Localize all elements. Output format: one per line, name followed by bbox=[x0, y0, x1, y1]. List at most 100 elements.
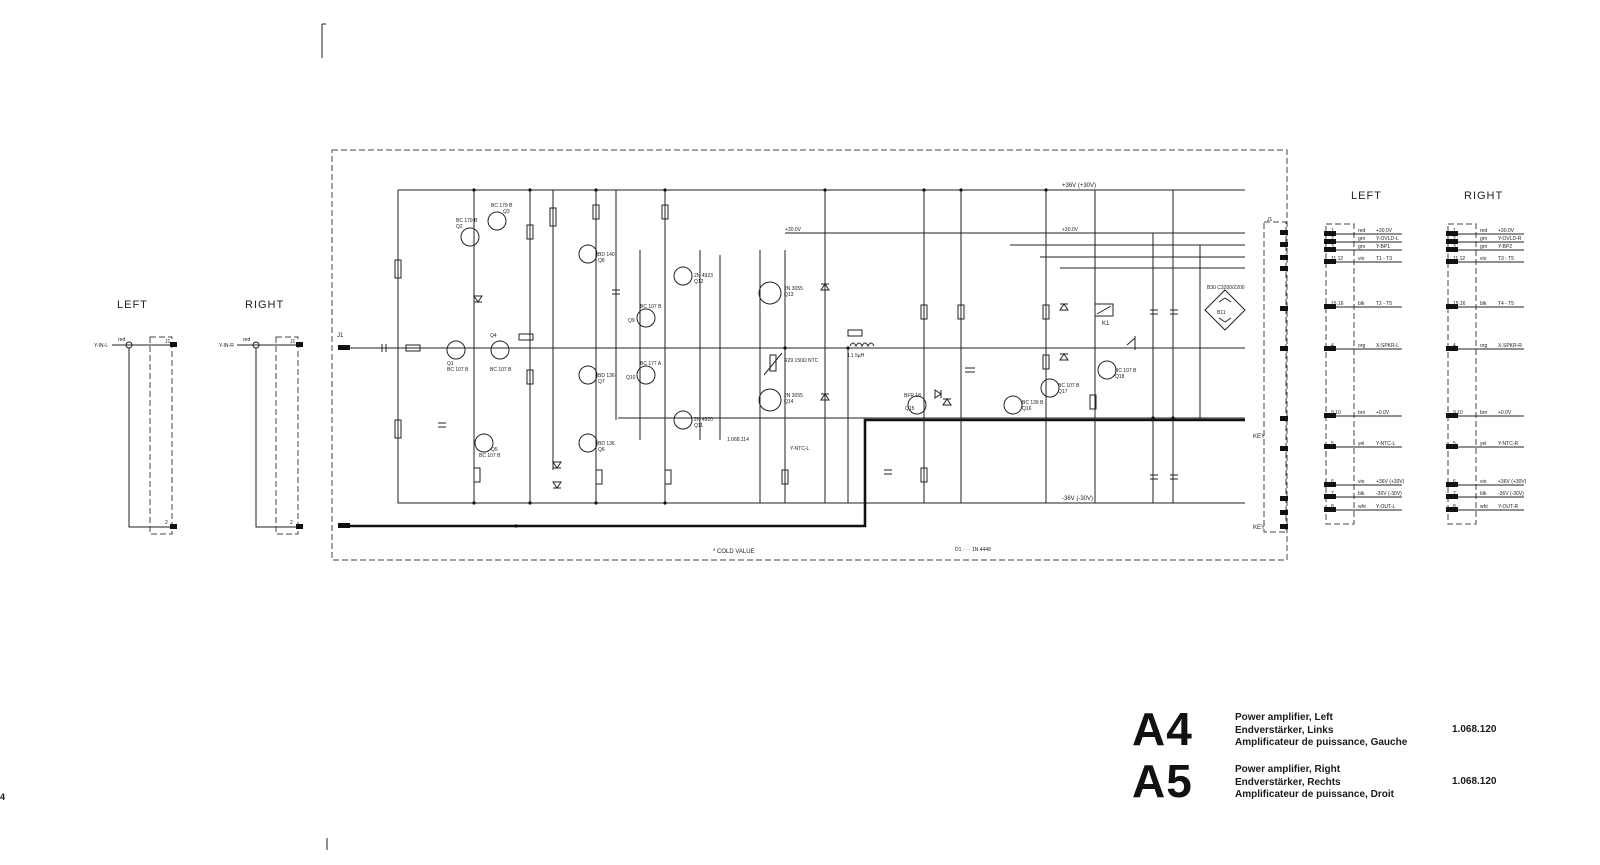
diode-note: D1 · · · 1N 4448 bbox=[955, 547, 991, 553]
signal-name: +30.0V bbox=[1498, 228, 1515, 234]
input-heading-right: RIGHT bbox=[245, 299, 284, 311]
input-connector-right: Y-IN-R red J1 2 bbox=[219, 336, 303, 535]
ntc-line-label: Y-NTC-L bbox=[790, 446, 809, 452]
label-q8-type: BD 140 bbox=[598, 252, 615, 258]
pin-plug bbox=[1446, 239, 1458, 244]
input-heading-left: LEFT bbox=[117, 299, 148, 311]
pin-number: 15,16 bbox=[1453, 301, 1466, 307]
signal-name: T3 - T5 bbox=[1498, 256, 1514, 262]
label-q11-type: 2N 4920 bbox=[694, 417, 713, 423]
relay-label: K1 bbox=[1102, 321, 1110, 327]
label-q9: Q9 bbox=[628, 318, 635, 324]
part-number-a5: 1.068.120 bbox=[1452, 776, 1497, 787]
label-q3: Q3 bbox=[503, 209, 510, 215]
relay-k1 bbox=[1094, 303, 1114, 317]
pin-number: 4 bbox=[1331, 343, 1334, 349]
inductor-l1 bbox=[849, 342, 875, 348]
signal-name: Y-NTC-R bbox=[1498, 441, 1518, 447]
bridge-rectifier: B30 C3200/2200 B11 bbox=[1204, 285, 1246, 331]
svg-text:J1: J1 bbox=[290, 339, 296, 345]
rail-30v-label-a: +30.0V bbox=[1062, 227, 1079, 233]
pin-number: 11,12 bbox=[1331, 256, 1343, 262]
pin-number: 8 bbox=[1331, 504, 1334, 510]
description-en-a4: Power amplifier, Left bbox=[1235, 712, 1333, 723]
pin-number: 9,10 bbox=[1331, 410, 1341, 416]
pin-number: 3 bbox=[1331, 244, 1334, 250]
wire-color: red bbox=[1480, 228, 1487, 234]
pin-plug bbox=[1324, 494, 1336, 499]
svg-text:2: 2 bbox=[290, 520, 293, 526]
label-q16: Q16 bbox=[1022, 406, 1032, 412]
j1-label: J1 bbox=[337, 333, 344, 339]
label-q6-type: BD 136 bbox=[598, 441, 615, 447]
signal-name: +36V (+30V) bbox=[1376, 479, 1405, 485]
signal-name: Y-OUT-R bbox=[1498, 504, 1518, 510]
rectifier-ref: B11 bbox=[1217, 310, 1226, 316]
label-q2-type: BC 179 B bbox=[456, 218, 478, 224]
pin-plug bbox=[1324, 413, 1336, 418]
pin-number: 7 bbox=[1453, 491, 1456, 497]
pin-number: 6 bbox=[1331, 479, 1334, 485]
description-en-a5: Power amplifier, Right bbox=[1235, 764, 1341, 775]
label-q13: Q13 bbox=[784, 292, 794, 298]
pin-plug bbox=[1446, 482, 1458, 487]
description-fr-a5: Amplificateur de puissance, Droit bbox=[1235, 789, 1394, 800]
pin-number: 9,10 bbox=[1453, 410, 1463, 416]
description-de-a4: Endverstärker, Links bbox=[1235, 724, 1334, 736]
rail-top-label: +36V (+30V) bbox=[1062, 183, 1096, 189]
pin-number: 4 bbox=[1453, 343, 1456, 349]
pin-number: 6 bbox=[1453, 479, 1456, 485]
signal-name: -36V (-30V) bbox=[1376, 491, 1402, 497]
pin-plug bbox=[1324, 346, 1336, 351]
signal-name: Y-BP1 bbox=[1376, 244, 1390, 250]
pin-plug bbox=[1324, 247, 1336, 252]
wire-color: brn bbox=[1480, 410, 1487, 416]
module-description-a5: Power amplifier, Right Endverstärker, Re… bbox=[1235, 764, 1394, 802]
ntc-label: R29 150Ω NTC bbox=[784, 358, 819, 364]
description-fr-a4: Amplificateur de puissance, Gauche bbox=[1235, 737, 1408, 748]
rail-30v-label-b: +30.0V bbox=[785, 227, 802, 233]
label-q12-type: 2N 4923 bbox=[694, 273, 713, 279]
pin-number: 7 bbox=[1331, 491, 1334, 497]
input-signal-left: Y-IN-L bbox=[94, 343, 108, 349]
part-number-a4: 1.068.120 bbox=[1452, 724, 1497, 735]
pin-plug bbox=[1446, 494, 1458, 499]
signal-name: +0.0V bbox=[1376, 410, 1390, 416]
label-q4-type: BC 107 B bbox=[490, 367, 512, 373]
wire-color: blk bbox=[1480, 301, 1487, 307]
label-q3-type: BC 179 B bbox=[491, 203, 513, 209]
label-q14-type: 2N 3055 bbox=[784, 393, 803, 399]
key-label-1: KEY bbox=[1253, 434, 1265, 440]
wire-color: vio bbox=[1358, 479, 1365, 485]
wire-color: org bbox=[1358, 343, 1365, 349]
signal-name: +36V (+30V) bbox=[1498, 479, 1527, 485]
label-q2: Q2 bbox=[456, 224, 463, 230]
main-output-connector: J1 bbox=[1263, 217, 1288, 533]
label-q10: Q10 bbox=[626, 375, 636, 381]
label-q18: Q18 bbox=[1115, 374, 1125, 380]
label-q4: Q4 bbox=[490, 333, 497, 339]
signal-name: +30.0V bbox=[1376, 228, 1393, 234]
label-q7: Q7 bbox=[598, 379, 605, 385]
wire-color: vio bbox=[1480, 256, 1487, 262]
wire-color: brn bbox=[1358, 410, 1365, 416]
pin-plug bbox=[1446, 231, 1458, 236]
wire-color: org bbox=[1480, 343, 1487, 349]
label-q9-type: BC 107 B bbox=[640, 304, 662, 310]
signal-name: Y-OVLD-R bbox=[1498, 236, 1522, 242]
label-q5-type: BC 107 B bbox=[479, 453, 501, 459]
label-q8: Q8 bbox=[598, 258, 605, 264]
scan-mark-top bbox=[321, 23, 326, 58]
input-signal-right: Y-IN-R bbox=[219, 343, 234, 349]
rail-bottom-label: -36V (-30V) bbox=[1062, 496, 1093, 502]
pin-number: 5 bbox=[1331, 441, 1334, 447]
pin-plug bbox=[1324, 231, 1336, 236]
pin-number: 1 bbox=[1331, 228, 1334, 234]
pin-plug bbox=[1324, 259, 1336, 264]
j1-pin-2 bbox=[338, 523, 350, 528]
bus-lines bbox=[1010, 244, 1245, 269]
label-q11: Q11 bbox=[694, 423, 703, 429]
conn-heading-left: LEFT bbox=[1351, 190, 1382, 202]
module-description-a4: Power amplifier, Left Endverstärker, Lin… bbox=[1235, 712, 1407, 750]
